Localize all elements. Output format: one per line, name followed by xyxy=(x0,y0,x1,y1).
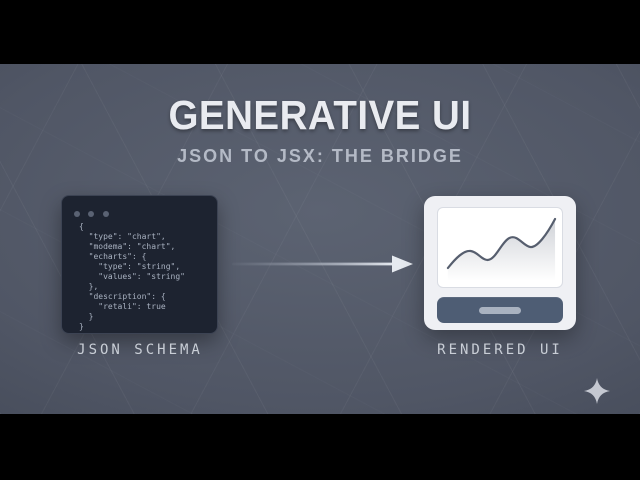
code-line: }, xyxy=(79,282,99,291)
code-line: "modema": "chart", xyxy=(79,242,176,251)
code-line: "echarts": { xyxy=(79,252,147,261)
code-line: "type": "chart", xyxy=(79,232,166,241)
page-title: GENERATIVE UI xyxy=(168,92,472,138)
window-dot-icon xyxy=(102,211,109,217)
window-dot-icon xyxy=(88,211,95,217)
code-line: "description": { xyxy=(79,292,166,301)
code-line: "values": "string" xyxy=(79,272,185,281)
code-line: } xyxy=(79,312,94,321)
rendered-ui-caption: RENDERED UI xyxy=(437,342,563,358)
rendered-ui-card xyxy=(424,196,576,330)
page-subtitle: JSON TO JSX: THE BRIDGE xyxy=(177,146,463,167)
json-schema-caption: JSON SCHEMA xyxy=(77,342,203,358)
sparkle-icon xyxy=(584,378,610,404)
json-code-block: { "type": "chart", "modema": "chart", "e… xyxy=(62,222,217,332)
letterbox-top xyxy=(0,0,640,64)
code-line: "type": "string", xyxy=(79,262,181,271)
arrow-right-icon xyxy=(230,250,415,278)
window-controls xyxy=(62,196,217,217)
code-line: { xyxy=(79,222,84,231)
title-block: GENERATIVE UI JSON TO JSX: THE BRIDGE xyxy=(0,92,640,167)
slide-stage: GENERATIVE UI JSON TO JSX: THE BRIDGE { … xyxy=(0,64,640,414)
mock-button-label-pill xyxy=(479,306,521,314)
mock-button xyxy=(437,297,563,323)
json-schema-window: { "type": "chart", "modema": "chart", "e… xyxy=(61,195,218,334)
code-line: "retali": true xyxy=(79,302,166,311)
letterbox-bottom xyxy=(0,414,640,480)
code-line: } xyxy=(79,322,84,331)
line-chart-icon xyxy=(437,207,563,288)
window-dot-icon xyxy=(74,211,80,217)
